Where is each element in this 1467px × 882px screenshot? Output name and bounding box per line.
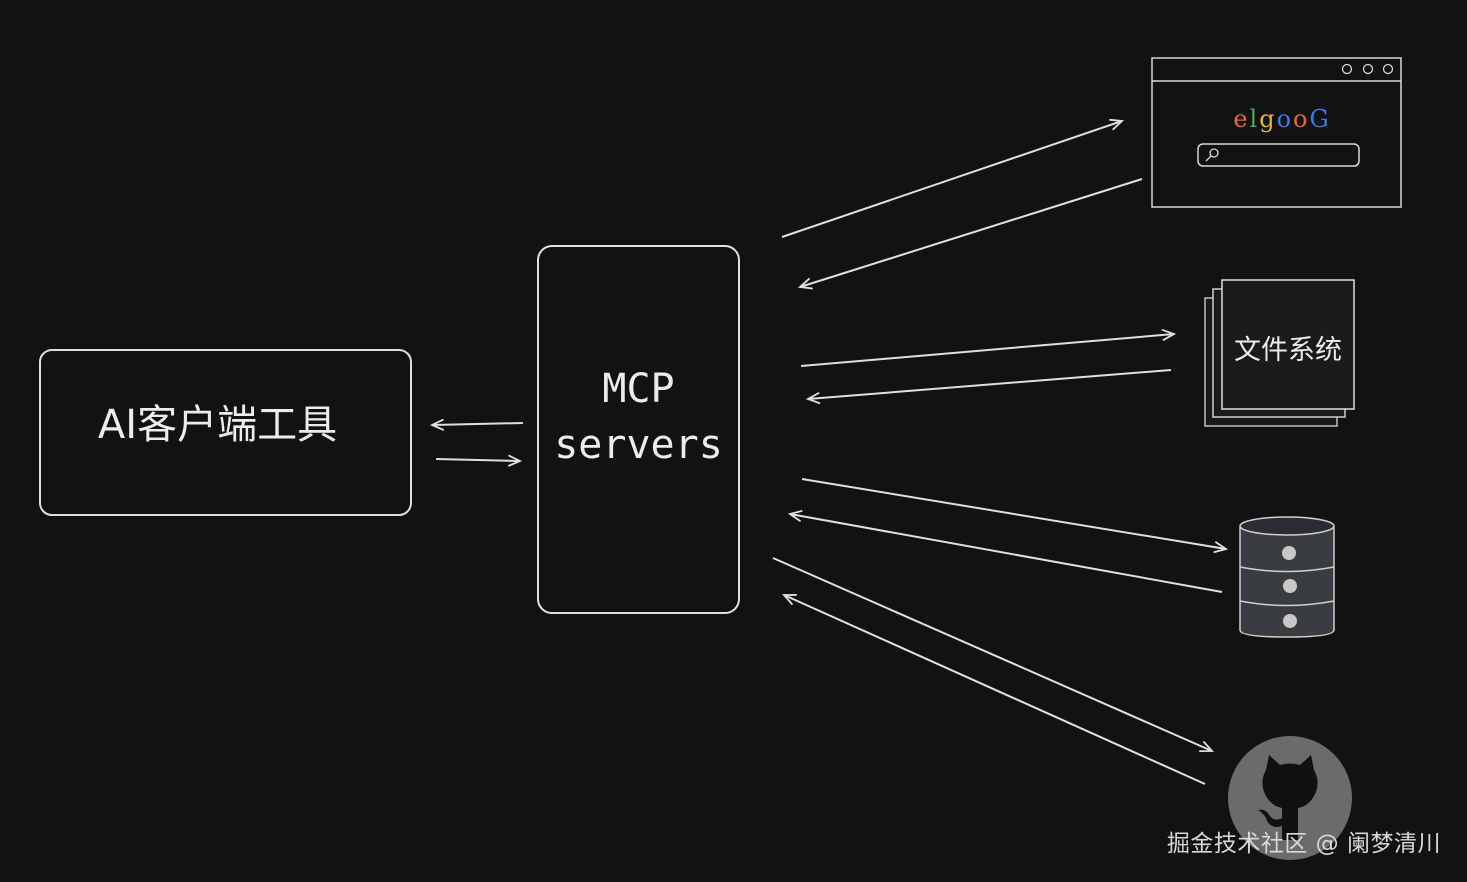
browser-logo-letter: g [1259,105,1274,133]
database-icon [1239,516,1335,638]
browser-window-icon: elgooG [1151,57,1402,208]
mcp-servers-box [537,245,740,614]
browser-search-bar [1197,143,1360,167]
mcp-label-line2: servers [554,422,723,468]
browser-logo-letter: o [1277,105,1291,133]
arrow-browser-to-mcp [800,178,1143,287]
arrow-github-to-mcp [784,595,1206,785]
arrow-client-to-mcp [435,459,520,461]
browser-logo: elgooG [1233,105,1328,133]
browser-logo-letter: l [1250,105,1258,133]
ai-client-label: AI客户端工具 [97,402,338,448]
arrow-mcp-to-browser [781,121,1122,238]
arrow-mcp-to-database [801,478,1226,549]
mcp-label-line1: MCP [602,366,675,412]
browser-logo-letter: e [1233,105,1247,133]
arrow-filesystem-to-mcp [808,369,1172,399]
browser-logo-letter: o [1293,105,1307,133]
browser-logo-letter: G [1310,105,1329,133]
search-icon [1205,148,1219,162]
watermark: 掘金技术社区 @ 阑梦清川 [1166,831,1441,857]
ai-client-box [39,349,412,516]
arrow-mcp-to-client [432,423,524,425]
arrow-mcp-to-filesystem [800,334,1174,367]
github-icon [1228,736,1352,860]
arrow-database-to-mcp [790,514,1223,593]
filesystem-document-stack-icon [1204,279,1355,427]
arrow-mcp-to-github [772,557,1212,751]
filesystem-label: 文件系统 [1234,335,1342,366]
